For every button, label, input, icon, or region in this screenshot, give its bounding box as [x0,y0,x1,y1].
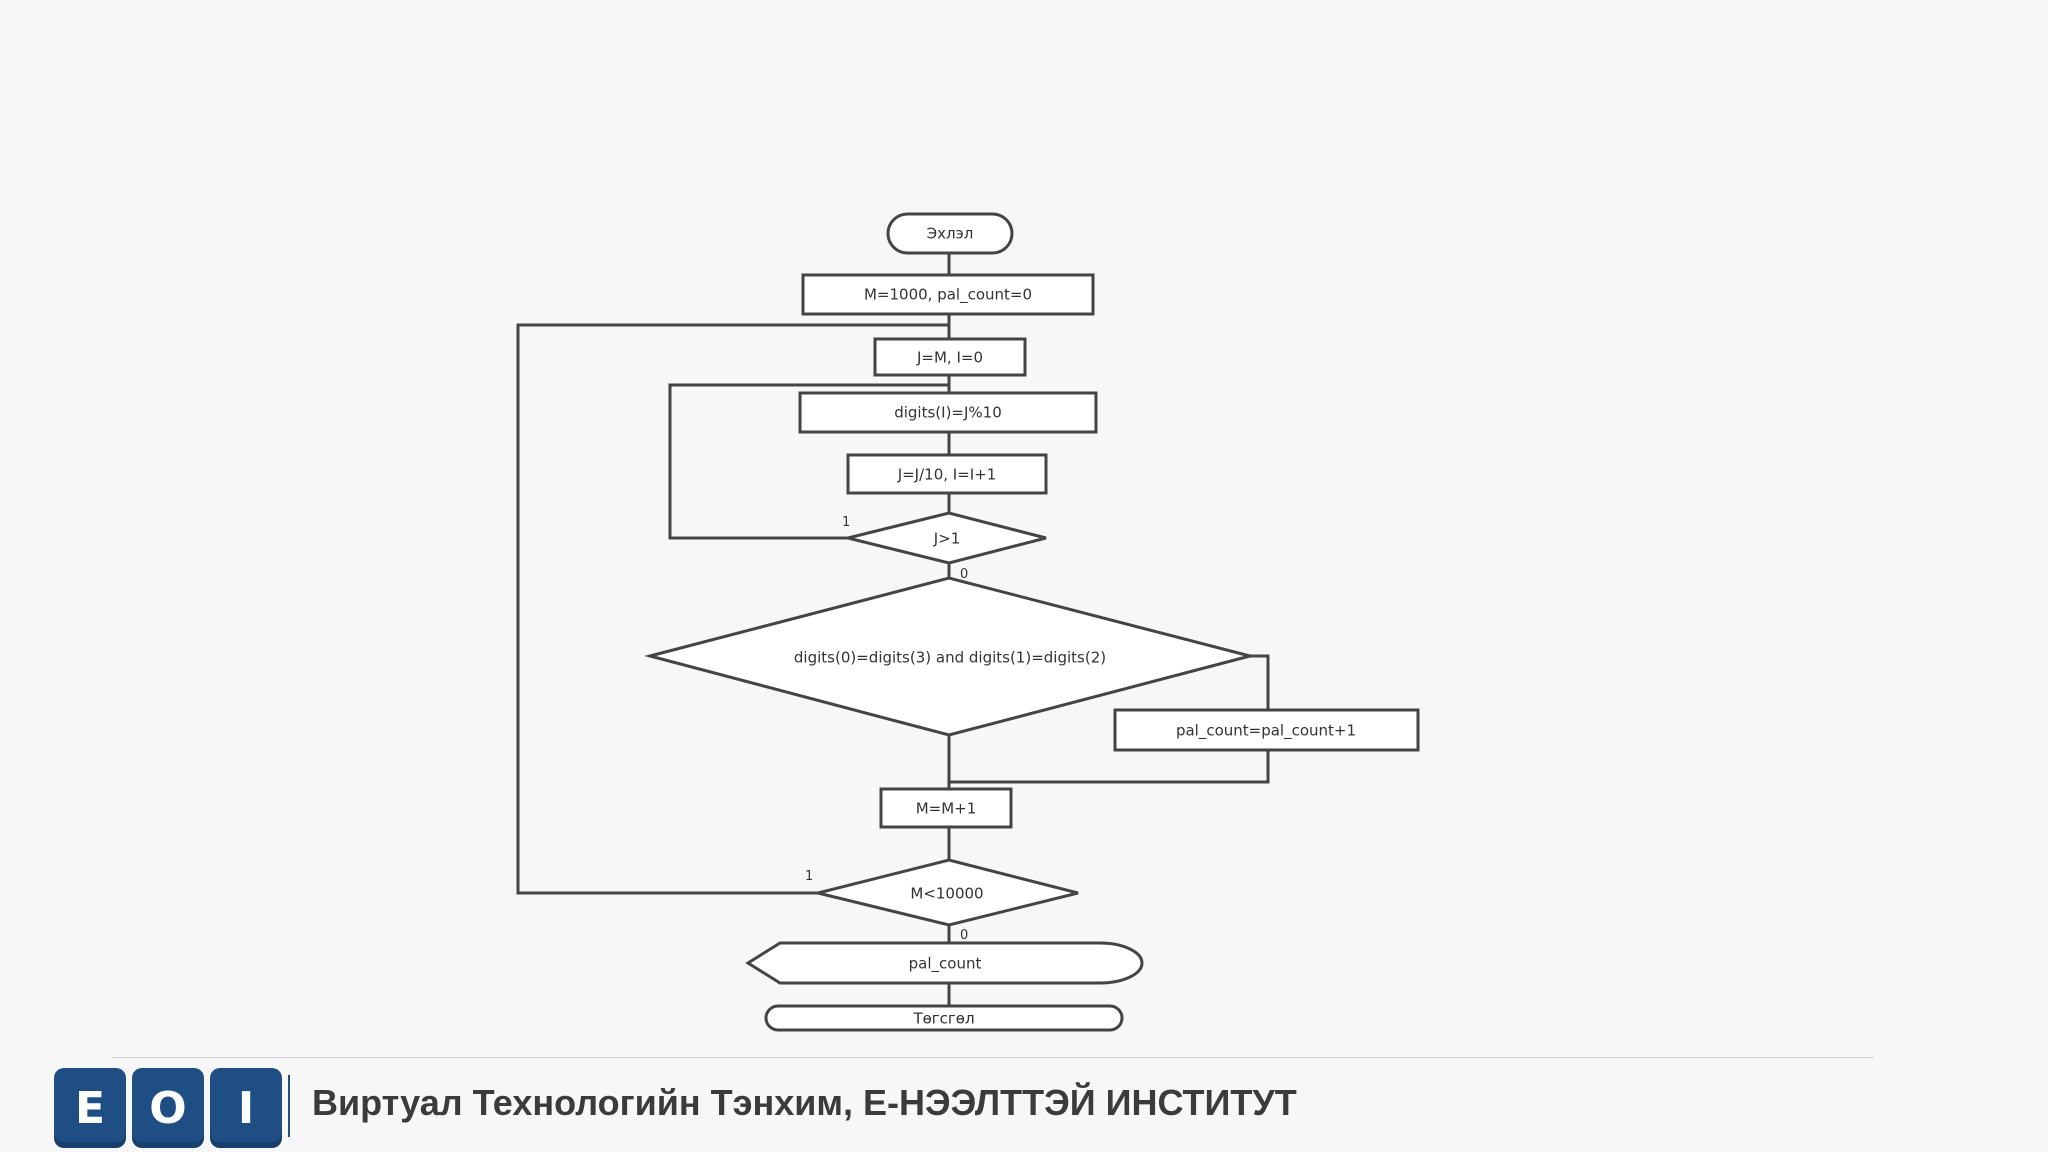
outer-decision-node: M<10000 1 0 [805,858,1079,943]
start-label: Эхлэл [927,225,974,243]
set-j-node: J=M, I=0 [873,337,1027,377]
increment-count-node: pal_count=pal_count+1 [1113,708,1420,752]
connector-inner-loop-back [668,383,949,540]
outer-true-label: 1 [805,869,813,884]
inner-false-label: 0 [960,567,968,582]
inner-decision-node: J>1 1 0 [842,511,1047,582]
connector-increment-merge [949,750,1270,784]
output-label: pal_count [909,955,982,974]
digit-store-label: digits(I)=J%10 [894,404,1002,422]
logo-tile-e: E [54,1068,126,1148]
palindrome-decision-node: digits(0)=digits(3) and digits(1)=digits… [644,576,1256,737]
logo-divider [288,1075,290,1137]
outer-false-label: 0 [960,928,968,943]
outer-condition-label: M<10000 [910,885,983,903]
connector-outer-loop-back [516,323,949,895]
palindrome-condition-label: digits(0)=digits(3) and digits(1)=digits… [794,649,1106,667]
divide-node: J=J/10, I=I+1 [846,453,1048,495]
inner-condition-label: J>1 [933,530,961,548]
increment-m-node: M=M+1 [879,787,1013,829]
inner-true-label: 1 [842,515,850,530]
init-label: M=1000, pal_count=0 [864,286,1032,305]
logo-tile-o: O [132,1068,204,1148]
footer-divider-line [112,1057,1874,1058]
increment-m-label: M=M+1 [916,800,977,818]
eoi-logo: E O I [54,1068,282,1148]
footer-caption: Виртуал Технологийн Тэнхим, Е-НЭЭЛТТЭЙ И… [312,1082,1297,1123]
set-j-label: J=M, I=0 [916,349,983,367]
end-node: Төгсгөл [764,1004,1124,1032]
init-node: M=1000, pal_count=0 [801,273,1095,316]
end-label: Төгсгөл [912,1010,974,1028]
digit-store-node: digits(I)=J%10 [798,391,1098,434]
logo-tile-i: I [210,1068,282,1148]
output-node: pal_count [745,941,1144,985]
divide-label: J=J/10, I=I+1 [897,466,997,484]
start-node: Эхлэл [886,212,1014,255]
connector-palcond-increment [1250,654,1270,710]
increment-count-label: pal_count=pal_count+1 [1176,722,1356,741]
connectors [516,253,1270,1006]
